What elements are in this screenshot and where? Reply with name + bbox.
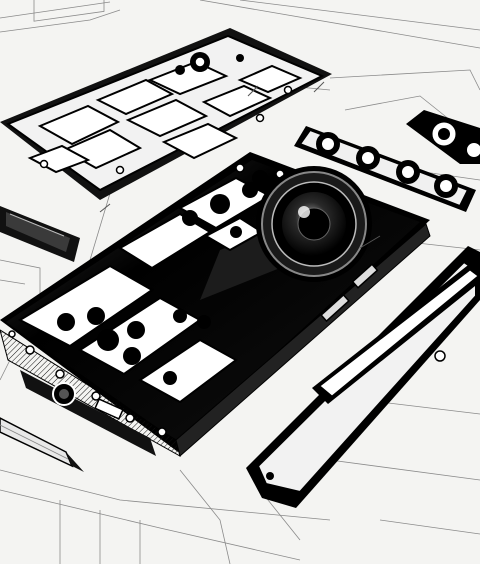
camera-strip-part bbox=[294, 126, 476, 212]
small-camera-module bbox=[406, 110, 480, 164]
annotation-arrows bbox=[99, 81, 381, 249]
bottom-port-cluster bbox=[20, 370, 156, 456]
screw-icon bbox=[39, 56, 293, 175]
camera-lens-icon bbox=[256, 166, 372, 282]
phone-component-holes bbox=[57, 170, 268, 385]
small-bar-part bbox=[0, 206, 80, 262]
top-frame-part bbox=[0, 28, 332, 200]
side-frame-part bbox=[246, 246, 480, 508]
pencil-icon bbox=[0, 417, 84, 472]
